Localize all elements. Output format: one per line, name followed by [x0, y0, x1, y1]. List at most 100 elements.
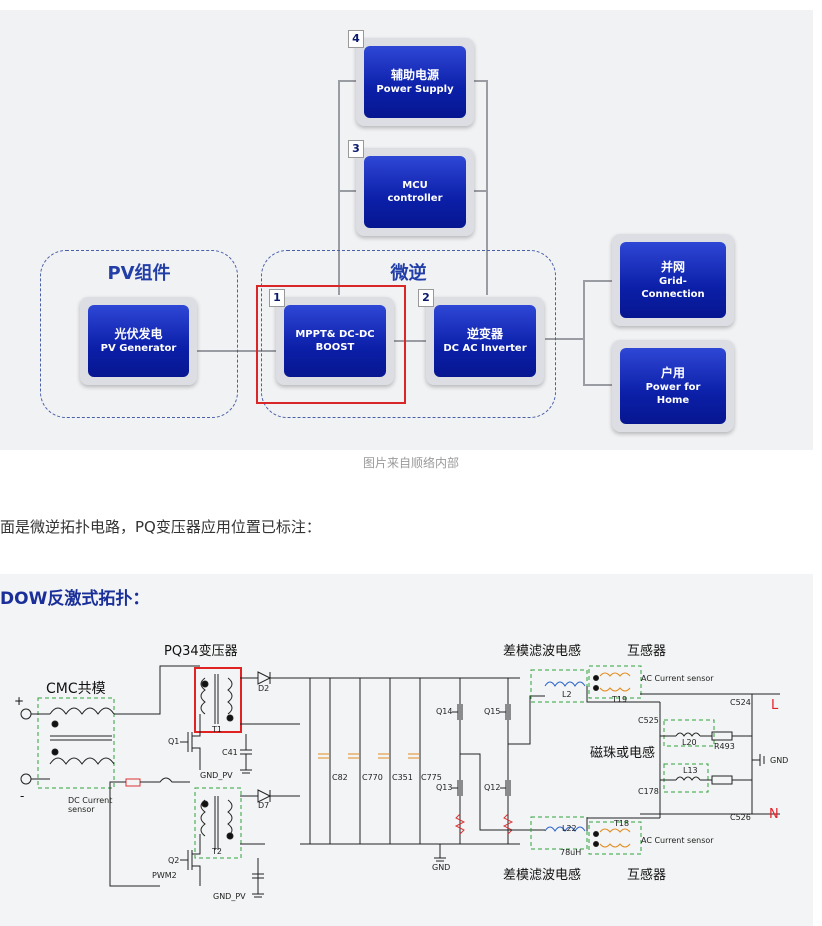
q2-label: Q2 [168, 856, 180, 865]
inverter-cn: 逆变器 [466, 327, 503, 341]
terminal-minus [20, 773, 32, 785]
connector-line [468, 80, 488, 82]
pv-group-title: PV组件 [107, 263, 171, 284]
home-en2: Home [656, 394, 690, 406]
l22-highlight-box [530, 816, 588, 850]
l13-label: L13 [683, 766, 698, 775]
power-supply-block: 辅助电源 Power Supply [356, 38, 474, 126]
l2-label: L2 [562, 690, 572, 699]
c526-label: C526 [730, 813, 751, 822]
block-number-3: 3 [348, 140, 364, 158]
circuit-title: DOW反激式拓扑： [0, 589, 150, 609]
grid-connection-block: 并网 Grid- Connection [612, 234, 734, 326]
d7-diode [240, 789, 300, 803]
q1-label: Q1 [168, 737, 180, 746]
c775-label: C775 [421, 773, 442, 782]
cmc-winding-top [31, 707, 115, 715]
connector-line [338, 190, 358, 192]
c524-label: C524 [730, 698, 751, 707]
l20-label: L20 [682, 738, 697, 747]
c525-label: C525 [638, 716, 659, 725]
gnd-label-1: GND [432, 863, 451, 872]
mppt-block: MPPT& DC-DC BOOST [276, 297, 394, 385]
q15-mosfet [500, 704, 511, 720]
pv-generator-block: 光伏发电 PV Generator [80, 297, 197, 385]
ac-sensor-label-bottom: AC Current sensor [641, 836, 714, 845]
svg-text:+: + [14, 694, 24, 708]
d2-diode [240, 671, 310, 685]
dc-sensor-resistor [125, 778, 141, 787]
line-l-label: L [771, 698, 779, 713]
t19-label: T19 [612, 695, 628, 704]
connector-line [583, 280, 585, 386]
gnd-pv-label-1: GND_PV [200, 771, 233, 780]
t1-primary [200, 677, 206, 715]
inverter-block: 逆变器 DC AC Inverter [426, 297, 544, 385]
pv-generator-en: PV Generator [100, 343, 177, 354]
t18-label: T18 [614, 819, 630, 828]
mppt-highlight-box [256, 285, 406, 404]
d7-label: D7 [258, 801, 270, 810]
circuit-schematic: + - [14, 665, 780, 898]
power-supply-cn: 辅助电源 [390, 68, 439, 82]
grid-cn: 并网 [660, 259, 685, 274]
micro-inverter-group: 微逆 [261, 250, 556, 418]
mppt-line1: MPPT& DC-DC [295, 329, 375, 340]
mppt-line2: BOOST [315, 342, 355, 353]
t1-label: T1 [212, 725, 222, 734]
pv-generator-cn: 光伏发电 [114, 327, 163, 341]
gnd-label-2: GND [770, 756, 789, 765]
home-cn: 户用 [660, 365, 685, 380]
t19-highlight-box [588, 665, 642, 699]
gnd-pv-label-2: GND_PV [213, 892, 246, 901]
connector-line [545, 338, 585, 340]
c351-label: C351 [392, 773, 413, 782]
connector-line [338, 80, 340, 295]
micro-group-title: 微逆 [390, 263, 427, 284]
terminal-plus [20, 708, 32, 720]
c770-label: C770 [362, 773, 383, 782]
q14-mosfet [452, 704, 463, 720]
pv-module-group: PV组件 [40, 250, 238, 418]
q12-label: Q12 [484, 783, 501, 792]
block-number-1: 1 [269, 289, 285, 307]
connector-line [583, 384, 613, 386]
bead-inductor-label: 磁珠或电感 [590, 746, 656, 761]
pq34-highlight-box [194, 667, 242, 733]
t2-label: T2 [212, 847, 222, 856]
mcu-line2: controller [387, 193, 443, 204]
q13-label: Q13 [436, 783, 453, 792]
q12-mosfet [500, 780, 511, 796]
q14-label: Q14 [436, 707, 453, 716]
pwm2-label: PWM2 [152, 871, 177, 880]
ac-sensor-label-top: AC Current sensor [641, 674, 714, 683]
inverter-en: DC AC Inverter [443, 343, 527, 354]
mcu-block: MCU controller [356, 148, 474, 236]
l22-value-label: 78uH [560, 848, 582, 857]
home-power-block: 户用 Power for Home [612, 340, 734, 432]
c178-label: C178 [638, 787, 659, 796]
mcu-line1: MCU [402, 180, 428, 191]
dm-inductor-label-bottom: 差模滤波电感 [503, 868, 582, 883]
grid-en2: Connection [641, 288, 705, 300]
body-paragraph: 面是微逆拓扑电路，PQ变压器应用位置已标注： [0, 518, 321, 536]
power-supply-en: Power Supply [376, 84, 454, 95]
connector-line [468, 190, 488, 192]
block-number-2: 2 [418, 289, 434, 307]
c82-label: C82 [332, 773, 348, 782]
l20-highlight-box [663, 719, 715, 747]
dm-inductor-label-top: 差模滤波电感 [503, 644, 582, 659]
dc-sensor-label: DC Current sensor [68, 796, 113, 814]
c41-label: C41 [222, 748, 238, 757]
q15-label: Q15 [484, 707, 501, 716]
dot-marker [51, 720, 59, 728]
d2-label: D2 [258, 684, 270, 693]
image-caption: 图片来自顺络内部 [362, 456, 459, 470]
connector-line [338, 80, 358, 82]
l13-highlight-box [663, 763, 709, 793]
pq34-transformer-label: PQ34变压器 [164, 644, 238, 659]
q1-mosfet [180, 714, 201, 770]
q13-mosfet [452, 780, 463, 796]
grid-en1: Grid- [659, 275, 687, 287]
cmc-highlight-box [37, 697, 115, 789]
